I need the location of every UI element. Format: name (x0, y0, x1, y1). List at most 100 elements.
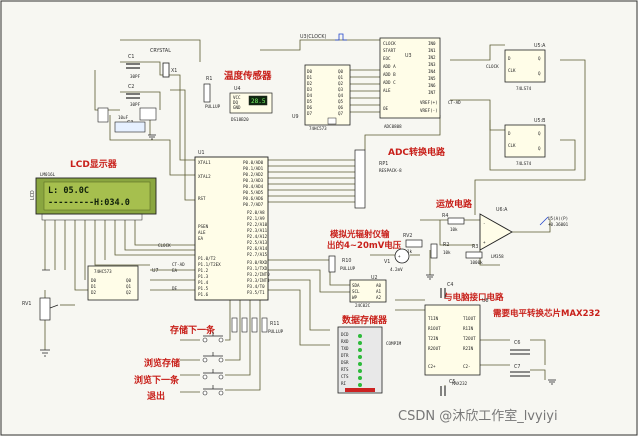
svg-text:C4: C4 (447, 282, 453, 288)
svg-text:R1: R1 (206, 76, 212, 82)
svg-text:1k: 1k (407, 249, 413, 254)
crystal-x1: CRYSTAL X1 (150, 48, 177, 78)
svg-text:Q5: Q5 (338, 99, 344, 104)
svg-text:Q0: Q0 (338, 69, 344, 74)
lcd-line-2: ---------H:034.0 (48, 198, 130, 208)
svg-text:D5: D5 (307, 99, 313, 104)
svg-text:P0.4/AD4: P0.4/AD4 (243, 184, 264, 189)
svg-text:RXD: RXD (341, 339, 349, 344)
svg-text:P3.0/RXD: P3.0/RXD (247, 260, 268, 265)
svg-text:D7: D7 (307, 111, 313, 116)
resistor-r1: R1 PULLUP (203, 76, 221, 109)
svg-text:D1: D1 (91, 284, 97, 289)
svg-text:T1IN: T1IN (428, 316, 439, 321)
svg-text:Q2: Q2 (126, 290, 132, 295)
svg-text:P0.7/AD7: P0.7/AD7 (243, 202, 264, 207)
svg-text:U8: U8 (482, 298, 489, 304)
svg-text:P0.0/AD0: P0.0/AD0 (243, 160, 264, 165)
svg-text:EOC: EOC (383, 56, 391, 61)
svg-text:P2.4/A12: P2.4/A12 (247, 234, 268, 239)
svg-text:U2: U2 (371, 275, 378, 281)
svg-text:1000k: 1000k (470, 260, 483, 265)
svg-text:4.2mV: 4.2mV (390, 267, 403, 272)
adc-circuit-label: ADC转换电路 (388, 146, 446, 158)
svg-text:24C02C: 24C02C (355, 303, 371, 308)
svg-text:VREF(+): VREF(+) (420, 100, 438, 105)
svg-text:74LS74: 74LS74 (516, 161, 532, 166)
lcd-title-label: LCD显示器 (70, 159, 118, 170)
ground-symbols (42, 134, 556, 385)
button-browse-next[interactable] (202, 369, 224, 380)
svg-text:LM358: LM358 (491, 254, 504, 259)
svg-text:C7: C7 (514, 364, 520, 370)
resistor-r2: R2 10k (430, 242, 451, 259)
svg-text:10k: 10k (450, 227, 458, 232)
svg-text:P2.3/A11: P2.3/A11 (247, 228, 268, 233)
svg-text:P3.1/TXD: P3.1/TXD (247, 266, 268, 271)
svg-text:P0.3/AD3: P0.3/AD3 (243, 178, 264, 183)
svg-text:RV1: RV1 (22, 301, 31, 307)
resistor-r10: R10 PULLUP (328, 255, 356, 273)
svg-text:Q2: Q2 (338, 81, 344, 86)
svg-text:PULLUP: PULLUP (268, 329, 284, 334)
svg-text:Q1: Q1 (338, 75, 344, 80)
svg-text:Q: Q (538, 71, 541, 76)
analog-input-label: 模拟光辐射仪输 (330, 229, 390, 240)
resistor-r11: R11 PULLUP (231, 317, 284, 334)
lcd-line-1: L: 05.0C (48, 186, 89, 196)
svg-text:PSEN: PSEN (198, 224, 209, 229)
svg-text:CLK: CLK (508, 68, 516, 73)
svg-text:U7: U7 (152, 268, 159, 274)
button-browse-store[interactable] (202, 352, 224, 363)
svg-text:-: - (483, 221, 486, 226)
svg-text:ADC0808: ADC0808 (384, 124, 402, 129)
svg-text:+0.36001: +0.36001 (548, 222, 569, 227)
capacitor-c2: C2 30PF (126, 84, 141, 107)
svg-text:A1: A1 (376, 289, 382, 294)
svg-text:IN1: IN1 (428, 48, 436, 53)
svg-text:U5:A: U5:A (534, 43, 546, 49)
svg-text:74LS74: 74LS74 (516, 86, 532, 91)
svg-text:+: + (398, 254, 401, 259)
lcd-display: LM016L LCD L: 05.0C ---------H:034.0 (30, 172, 157, 221)
svg-text:P2.6/A14: P2.6/A14 (247, 246, 268, 251)
svg-text:P1.5: P1.5 (198, 286, 209, 291)
button-store-next[interactable] (202, 332, 224, 343)
svg-text:C2-: C2- (463, 364, 471, 369)
svg-text:DQ: DQ (233, 100, 239, 105)
svg-text:CT-AD: CT-AD (172, 262, 185, 267)
button-exit[interactable] (202, 385, 224, 396)
svg-text:P1.1/T2EX: P1.1/T2EX (198, 262, 221, 267)
source-v1: V1 + 4.2mV (384, 248, 410, 272)
temp-sensor-label: 温度传感器 (224, 70, 272, 82)
svg-text:RP1: RP1 (379, 161, 388, 167)
svg-text:10uF: 10uF (118, 115, 129, 120)
svg-text:ALE: ALE (198, 230, 206, 235)
btn-store-next-label: 存储下一条 (170, 324, 216, 336)
svg-text:D: D (508, 131, 511, 136)
capacitor-c5: C5 (440, 379, 455, 396)
svg-text:T2IN: T2IN (428, 336, 439, 341)
svg-text:U3: U3 (405, 53, 412, 59)
svg-text:IN7: IN7 (428, 90, 436, 95)
svg-text:IN0: IN0 (428, 41, 436, 46)
svg-text:ADD B: ADD B (383, 72, 396, 77)
svg-text:R2: R2 (443, 242, 449, 248)
svg-text:ALE: ALE (383, 88, 391, 93)
svg-text:D6: D6 (307, 105, 313, 110)
svg-text:Q1: Q1 (126, 284, 132, 289)
svg-text:COMPIM: COMPIM (386, 341, 402, 346)
svg-text:Q: Q (538, 131, 541, 136)
svg-text:U1: U1 (198, 150, 205, 156)
svg-text:TXD: TXD (341, 346, 349, 351)
svg-text:Q: Q (538, 146, 541, 151)
svg-text:D2: D2 (91, 290, 97, 295)
watermark: CSDN @沐欣工作室_lvyiyi (398, 408, 558, 424)
svg-text:U6:A: U6:A (496, 207, 508, 213)
svg-text:RTS: RTS (341, 367, 349, 372)
svg-text:X1: X1 (171, 68, 177, 74)
svg-text:IN5: IN5 (428, 76, 436, 81)
